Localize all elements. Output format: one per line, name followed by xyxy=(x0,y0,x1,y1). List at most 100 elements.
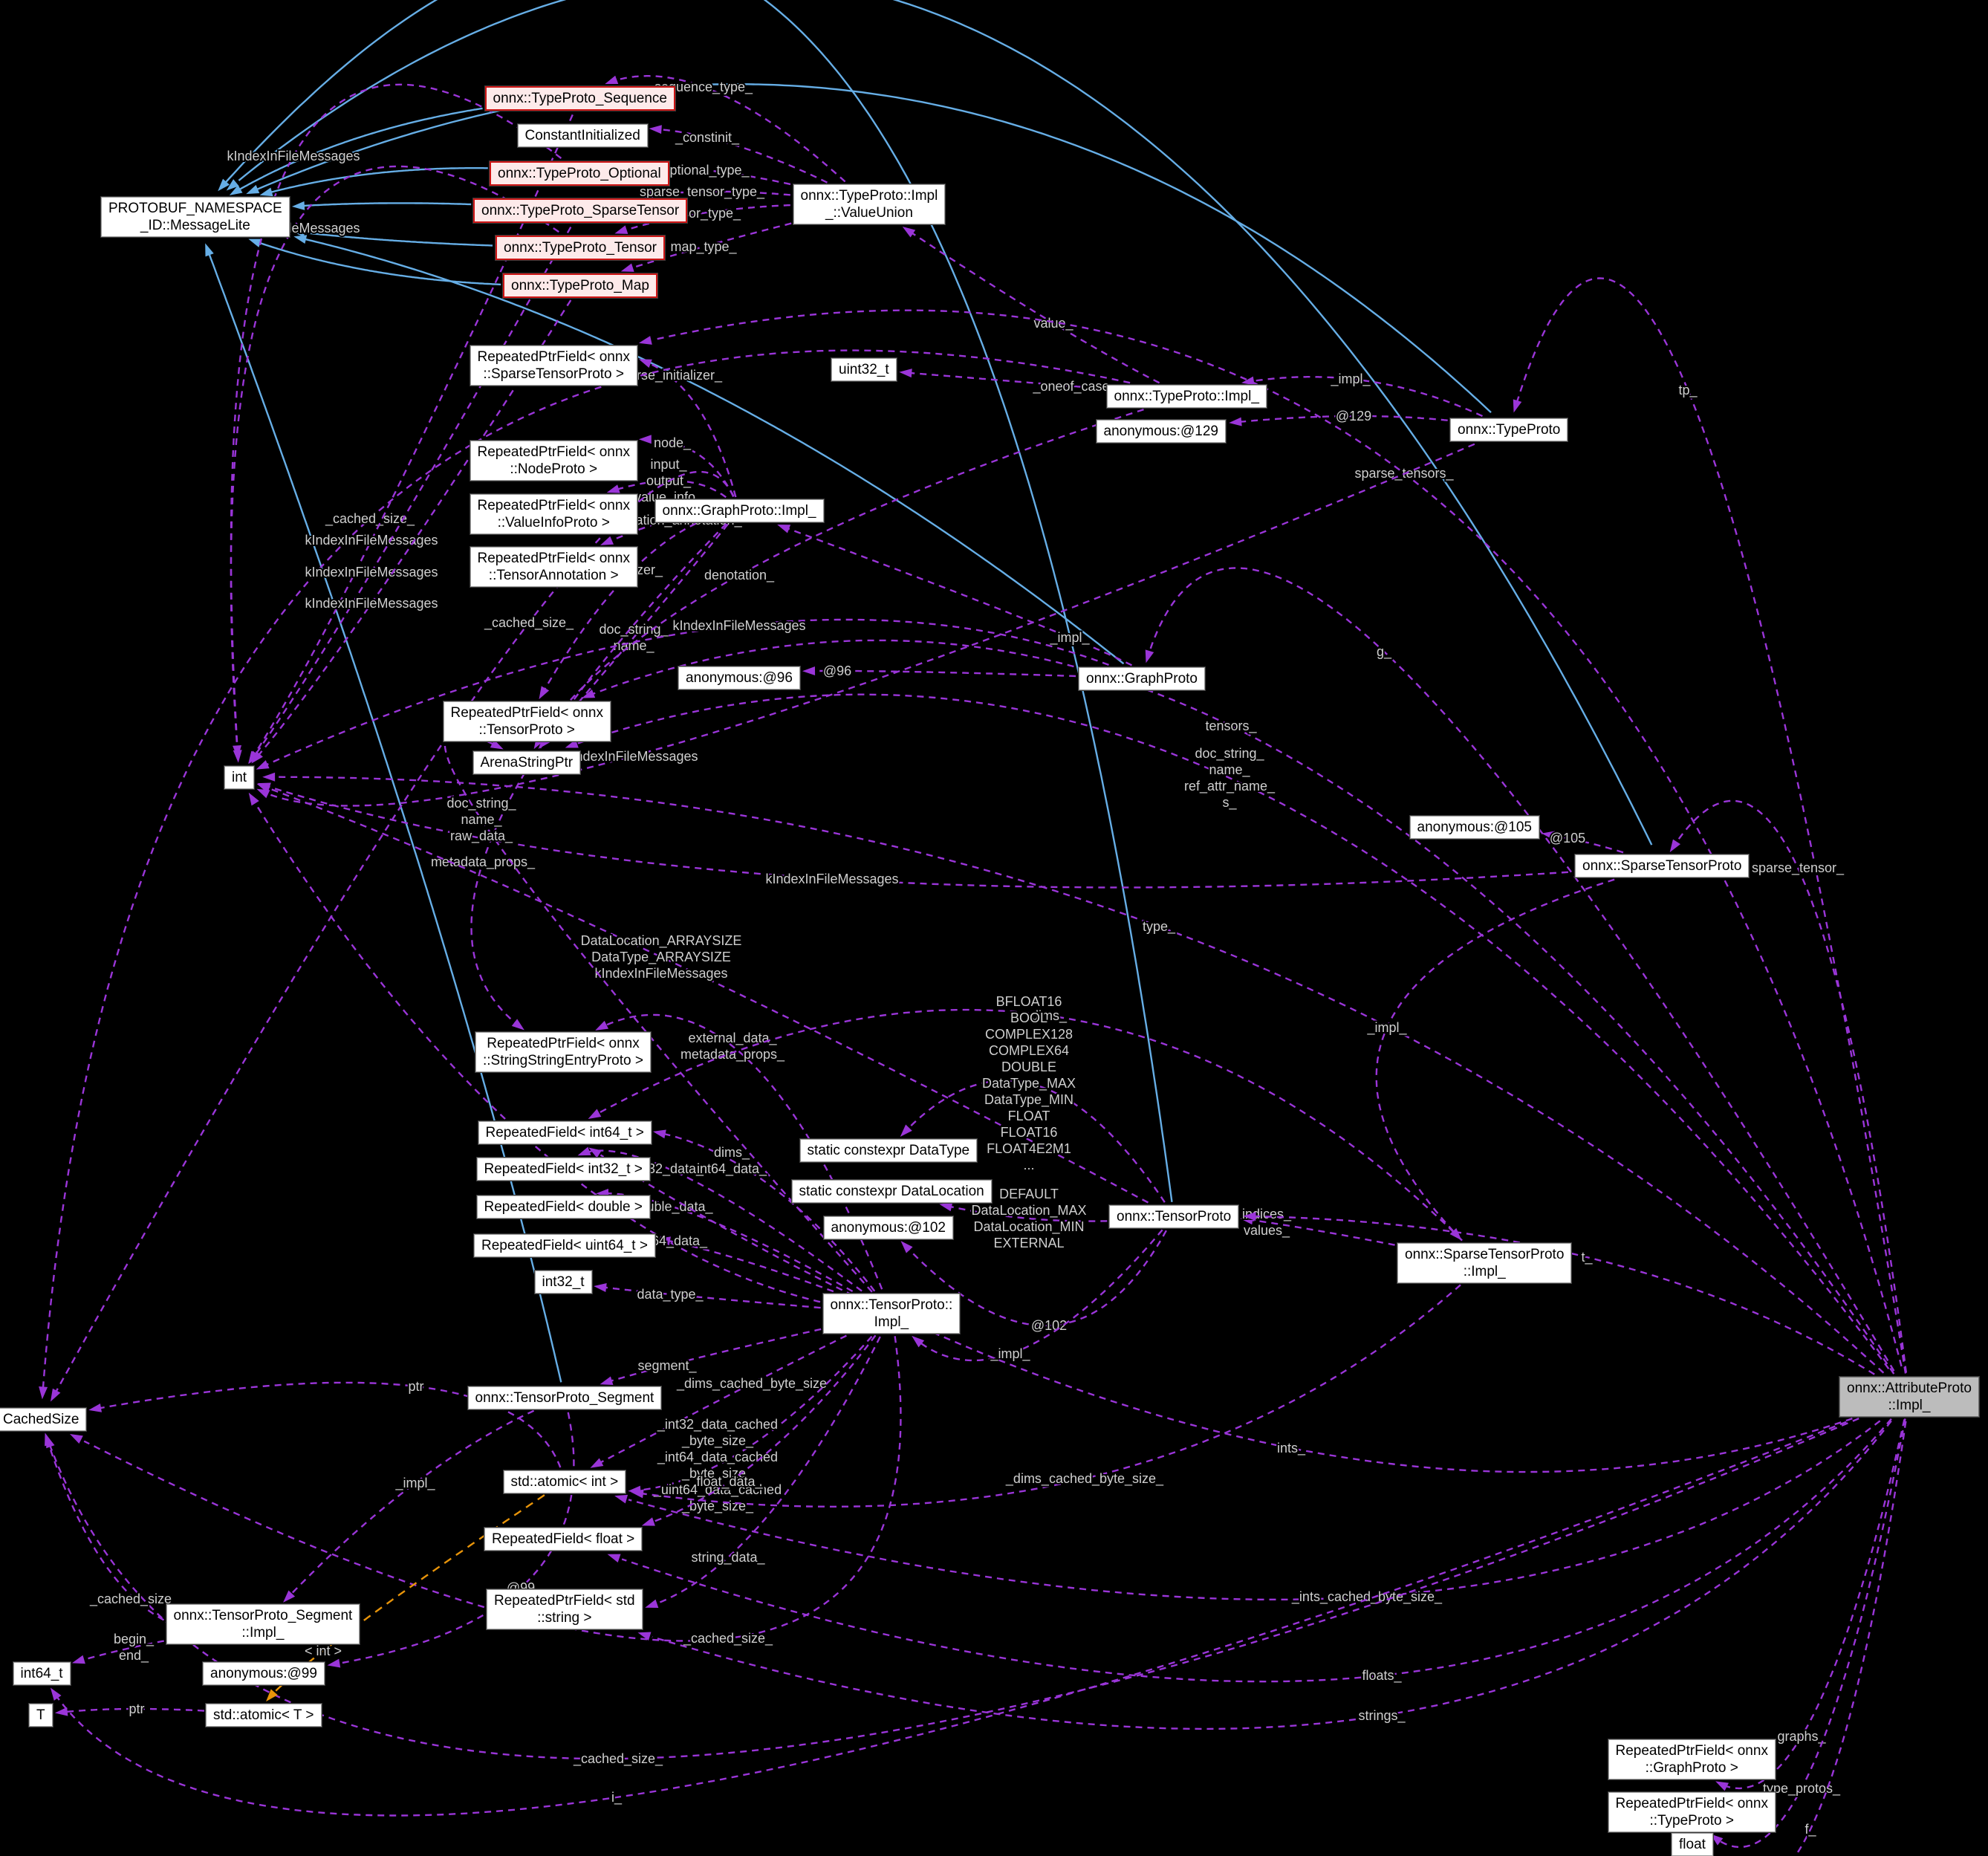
edge-label: kIndexInFileMessages xyxy=(765,872,898,886)
arrowhead xyxy=(588,1109,602,1119)
node-attr_impl[interactable]: onnx::AttributeProto ::Impl_ xyxy=(1839,1377,1979,1418)
node-valueunion[interactable]: onnx::TypeProto::Impl _::ValueUnion xyxy=(793,184,946,225)
edge-sparsetensorproto-sparse_impl xyxy=(1375,878,1615,1235)
node-sparsetensorproto[interactable]: onnx::SparseTensorProto xyxy=(1575,854,1750,877)
arrowhead xyxy=(577,1146,591,1156)
edge-label: tp_ xyxy=(1678,383,1698,398)
node-seg_impl[interactable]: onnx::TensorProto_Segment ::Impl_ xyxy=(166,1604,360,1645)
node-rpf_graph[interactable]: RepeatedPtrField< onnx ::GraphProto > xyxy=(1608,1739,1776,1780)
node-rf_float[interactable]: RepeatedField< float > xyxy=(484,1527,643,1551)
arrowhead xyxy=(607,1554,621,1563)
node-rf_int32[interactable]: RepeatedField< int32_t > xyxy=(476,1157,650,1181)
edge-label: _impl_ xyxy=(990,1346,1030,1362)
node-rpf_sparse[interactable]: RepeatedPtrField< onnx ::SparseTensorPro… xyxy=(470,345,637,386)
node-rpf_tensorannot[interactable]: RepeatedPtrField< onnx ::TensorAnnotatio… xyxy=(470,547,637,588)
node-anon96[interactable]: anonymous:@96 xyxy=(678,666,800,689)
edge-typeproto-messagelite xyxy=(256,83,1492,413)
edge-attr_impl-rpf_string xyxy=(652,1420,1892,1730)
edge-valueunion-tp_tensor xyxy=(622,204,790,233)
arrowhead xyxy=(248,792,259,806)
node-constinit[interactable]: ConstantInitialized xyxy=(517,123,648,147)
arrowhead xyxy=(291,201,305,210)
edge-sparse_impl-rf_int64 xyxy=(595,1008,1463,1242)
node-tensorproto_impl[interactable]: onnx::TensorProto:: Impl_ xyxy=(822,1294,961,1334)
node-tp_seq[interactable]: onnx::TypeProto_Sequence xyxy=(484,85,676,111)
edge-label: metadata_props_ xyxy=(431,854,536,870)
node-rpf_tensor[interactable]: RepeatedPtrField< onnx ::TensorProto > xyxy=(443,701,611,742)
node-atomic_int[interactable]: std::atomic< int > xyxy=(503,1470,626,1493)
node-typeproto[interactable]: onnx::TypeProto xyxy=(1450,418,1568,441)
node-graphproto[interactable]: onnx::GraphProto xyxy=(1079,666,1205,690)
arrowhead xyxy=(939,1202,953,1212)
node-anon102[interactable]: anonymous:@102 xyxy=(823,1216,953,1239)
edge-attr_impl-arenastring xyxy=(576,693,1890,1370)
node-anon105[interactable]: anonymous:@105 xyxy=(1409,815,1539,839)
edge-label: graphs_ xyxy=(1777,1729,1826,1745)
edge-label: doc_string_name_ref_attr_name_s_ xyxy=(1184,746,1276,811)
node-floatbox[interactable]: float xyxy=(1672,1832,1713,1856)
node-cachedsize[interactable]: CachedSize xyxy=(0,1407,87,1431)
edge-sparsetensorproto-int xyxy=(268,785,1568,889)
arrowhead xyxy=(657,1236,671,1246)
edge-label: map_type_ xyxy=(670,239,737,255)
node-rf_int64[interactable]: RepeatedField< int64_t > xyxy=(478,1120,652,1144)
node-tensorproto[interactable]: onnx::TensorProto xyxy=(1109,1204,1239,1228)
edge-tensorproto_impl-atomic_int xyxy=(636,1335,873,1492)
node-tp_sparse[interactable]: onnx::TypeProto_SparseTensor xyxy=(473,198,688,223)
node-segment[interactable]: onnx::TensorProto_Segment xyxy=(467,1386,662,1409)
node-anon129[interactable]: anonymous:@129 xyxy=(1096,419,1226,443)
edge-tp_seq-messagelite xyxy=(236,107,483,192)
node-tp_tensor[interactable]: onnx::TypeProto_Tensor xyxy=(496,235,665,260)
edge-graphproto_impl-rpf_sparse xyxy=(646,361,737,498)
node-dt_const[interactable]: static constexpr DataType xyxy=(799,1138,978,1162)
arrowhead xyxy=(50,1388,61,1402)
node-T[interactable]: T xyxy=(29,1703,53,1727)
arrowhead xyxy=(45,1432,53,1447)
edge-graphproto-anon96 xyxy=(811,669,1076,678)
edge-tensorproto-dt_const xyxy=(906,1080,1166,1203)
node-int64t[interactable]: int64_t xyxy=(13,1661,71,1685)
node-rpf_typeproto[interactable]: RepeatedPtrField< onnx ::TypeProto > xyxy=(1608,1792,1776,1833)
edge-label: _int32_data_cached_byte_size__int64_data… xyxy=(653,1417,782,1514)
node-rpf_valueinfo[interactable]: RepeatedPtrField< onnx ::ValueInfoProto … xyxy=(470,494,637,535)
edge-tensorproto_impl-rpf_string xyxy=(653,1336,881,1606)
edge-tp_impl-arenastring xyxy=(537,408,1144,742)
edge-typeproto-tp_impl xyxy=(1250,376,1484,418)
edge-tp_impl-valueunion xyxy=(909,230,1160,384)
edge-label: _cached_size_ xyxy=(325,511,415,527)
node-arenastring[interactable]: ArenaStringPtr xyxy=(472,750,581,774)
node-tp_opt[interactable]: onnx::TypeProto_Optional xyxy=(490,160,669,186)
edge-tensorproto_impl-rf_uint64 xyxy=(666,1239,834,1293)
node-rf_double[interactable]: RepeatedField< double > xyxy=(476,1195,650,1219)
node-rf_uint64[interactable]: RepeatedField< uint64_t > xyxy=(474,1233,655,1257)
arrowhead xyxy=(899,369,912,378)
edge-label: sparse_tensor_ xyxy=(1752,860,1845,876)
edge-tp_opt-messagelite xyxy=(267,167,488,195)
node-tp_map[interactable]: onnx::TypeProto_Map xyxy=(503,273,657,298)
node-anon99[interactable]: anonymous:@99 xyxy=(203,1661,325,1685)
node-sparse_impl[interactable]: onnx::SparseTensorProto ::Impl_ xyxy=(1397,1243,1572,1284)
node-atomic_T[interactable]: std::atomic< T > xyxy=(206,1703,322,1727)
arrowhead xyxy=(1229,417,1242,426)
edge-label: _impl_ xyxy=(1330,371,1371,387)
edge-graphproto-messagelite xyxy=(304,238,1125,665)
arrowhead xyxy=(233,744,242,759)
node-tp_impl[interactable]: onnx::TypeProto::Impl_ xyxy=(1106,384,1267,408)
edge-label: < int > xyxy=(305,1644,342,1658)
node-uint32[interactable]: uint32_t xyxy=(831,357,897,381)
node-messagelite[interactable]: PROTOBUF_NAMESPACE _ID::MessageLite xyxy=(101,197,290,238)
node-rpf_node[interactable]: RepeatedPtrField< onnx ::NodeProto > xyxy=(470,441,637,481)
node-int[interactable]: int xyxy=(224,765,255,789)
edge-label: g_ xyxy=(1377,644,1392,660)
edge-label: float_data_ xyxy=(696,1474,763,1490)
node-rpf_sse[interactable]: RepeatedPtrField< onnx ::StringStringEnt… xyxy=(475,1032,651,1073)
edge-tp_impl-cachedsize xyxy=(42,349,1131,1390)
edge-label: optional_type_ xyxy=(662,163,750,178)
edge-tp_map-messagelite xyxy=(256,241,501,286)
node-dl_const[interactable]: static constexpr DataLocation xyxy=(791,1179,992,1203)
node-int32t[interactable]: int32_t xyxy=(534,1270,592,1294)
edge-label: _impl_ xyxy=(394,1476,435,1491)
node-graphproto_impl[interactable]: onnx::GraphProto::Impl_ xyxy=(654,499,824,522)
node-rpf_string[interactable]: RepeatedPtrField< std ::string > xyxy=(487,1589,643,1630)
